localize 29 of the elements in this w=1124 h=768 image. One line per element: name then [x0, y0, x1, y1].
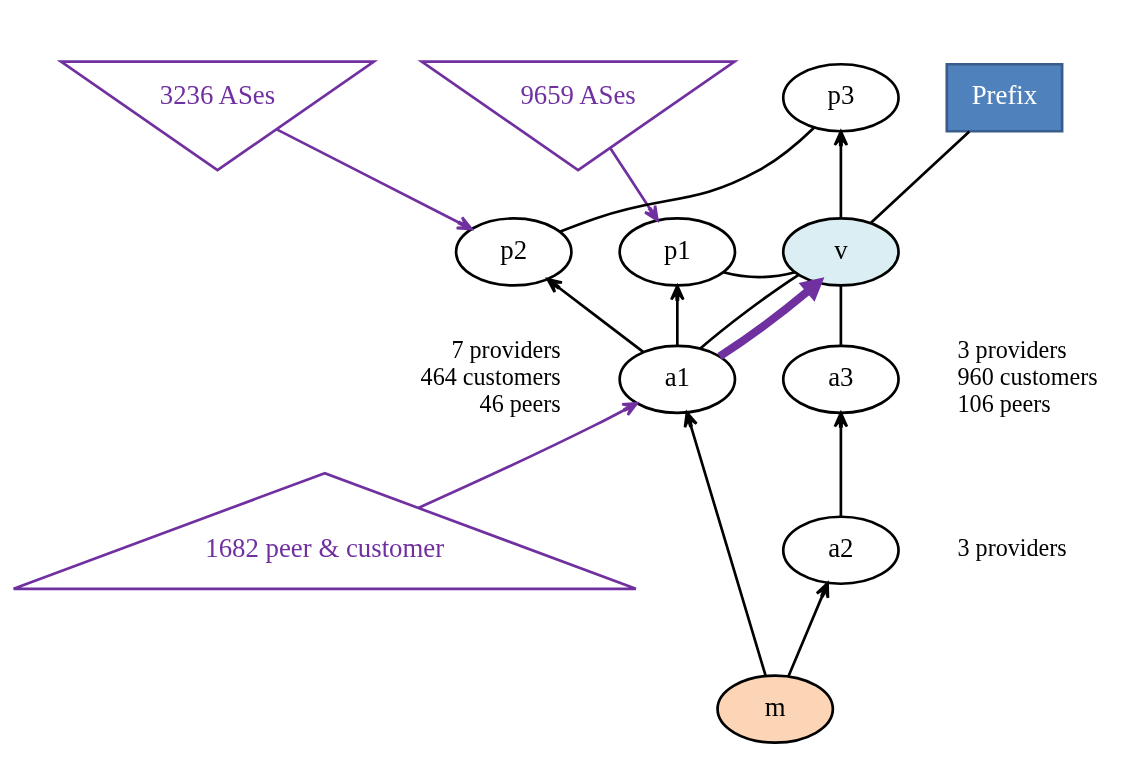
connector: [723, 270, 796, 279]
arrow: [787, 581, 830, 677]
node-box: Prefix: [945, 62, 1064, 133]
node-ellipse: a3: [781, 344, 900, 415]
node-label: 3 providers: [957, 534, 1067, 562]
arrow: [833, 411, 849, 517]
node-ellipse: a2: [781, 515, 900, 586]
connector: [559, 126, 815, 233]
node-ellipse: m: [716, 674, 835, 744]
arrow: [418, 401, 639, 509]
node-label: 7 providers: [451, 336, 561, 364]
node-label: 46 peers: [479, 390, 561, 418]
node-label: 106 peers: [957, 390, 1051, 418]
node-ellipse: p3: [781, 62, 900, 133]
node-ellipse: v: [781, 217, 900, 287]
node-label: 3 providers: [957, 336, 1067, 364]
arrow: [717, 277, 825, 360]
connector: [699, 273, 799, 350]
connector: [839, 286, 843, 346]
arrow: [833, 130, 849, 219]
connector: [870, 130, 971, 224]
arrow: [546, 277, 645, 354]
node-label: 464 customers: [420, 363, 561, 391]
arrow: [276, 128, 473, 231]
node-label: 960 customers: [957, 363, 1098, 391]
node-ellipse: p1: [618, 217, 737, 287]
arrow: [683, 411, 767, 677]
arrow: [669, 284, 685, 346]
arrow: [609, 147, 659, 222]
